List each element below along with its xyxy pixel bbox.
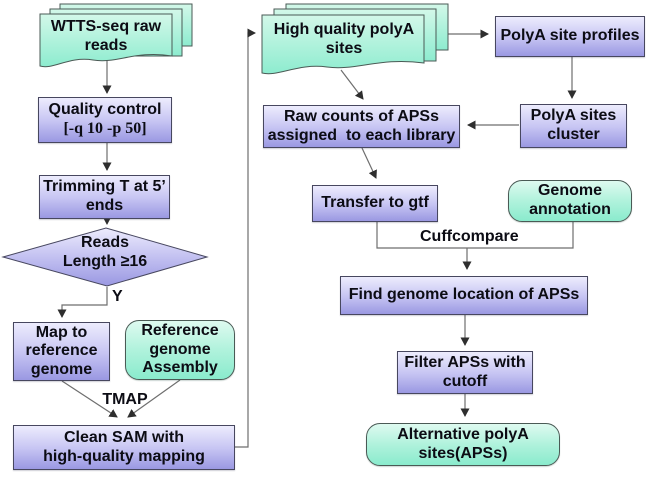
node-polya-site-profiles: PolyA site profiles — [495, 16, 645, 57]
node-label: annotation — [529, 201, 611, 218]
node-label: Length ≥16 — [62, 252, 148, 270]
node-label: Raw counts of APSs — [284, 107, 439, 125]
node-clean-sam: Clean SAM with high-quality mapping — [13, 425, 235, 470]
node-label: assigned to each library — [267, 126, 456, 144]
node-label: Alternative polyA — [397, 425, 529, 443]
edge-label-tmap: TMAP — [102, 391, 148, 408]
node-label: Transfer to gtf — [321, 194, 429, 212]
node-hq-polya-sites: High quality polyA sites — [262, 21, 426, 58]
node-quality-control: Quality control [-q 10 -p 50] — [38, 97, 172, 143]
node-label: Map to — [35, 323, 88, 341]
node-polya-sites-cluster: PolyA sites cluster — [520, 104, 627, 148]
node-label: Quality control — [48, 101, 162, 119]
node-label: high-quality mapping — [43, 447, 205, 465]
node-label: Find genome location of APSs — [348, 286, 580, 304]
decision-diamond-shape — [1, 227, 209, 287]
node-label: Genome — [537, 182, 602, 200]
node-label: genome — [149, 340, 211, 358]
node-find-genome-location: Find genome location of APSs — [340, 276, 588, 315]
node-label: Reads — [80, 234, 130, 251]
node-label: Reference — [141, 322, 219, 340]
node-reads-length-check: Reads Length ≥16 — [30, 234, 180, 271]
node-wtts-raw-reads: WTTS-seq raw reads — [40, 18, 172, 55]
node-label: [-q 10 -p 50] — [63, 120, 147, 137]
node-label: Assembly — [142, 359, 218, 377]
node-label: Filter APSs with — [404, 353, 526, 371]
node-map-to-reference: Map to reference genome — [13, 322, 110, 381]
node-label: sites(APSs) — [418, 444, 508, 462]
node-genome-annotation: Genome annotation — [508, 180, 632, 222]
edge-label-yes: Y — [112, 288, 123, 305]
node-alternative-polya-sites: Alternative polyA sites(APSs) — [366, 423, 560, 466]
node-label: High quality polyA — [273, 21, 415, 38]
node-label: Trimming T at 5’ — [43, 178, 166, 196]
node-label: reference — [25, 342, 98, 360]
node-label: PolyA site profiles — [500, 27, 640, 45]
edge-label-cuffcompare: Cuffcompare — [420, 228, 519, 245]
node-label: PolyA sites — [530, 107, 617, 125]
node-label: ends — [85, 197, 124, 214]
node-trimming: Trimming T at 5’ ends — [39, 175, 170, 219]
node-label: Clean SAM with — [63, 428, 184, 446]
node-label: genome — [30, 360, 93, 378]
node-label: cutoff — [442, 372, 488, 390]
multi-document-shape — [39, 3, 193, 68]
node-filter-apss: Filter APSs with cutoff — [397, 351, 533, 394]
node-reference-assembly: Reference genome Assembly — [125, 320, 235, 380]
node-transfer-to-gtf: Transfer to gtf — [312, 185, 438, 222]
node-label: cluster — [547, 126, 600, 143]
multi-document-shape — [261, 3, 449, 75]
node-label: reads — [84, 36, 128, 54]
node-label: WTTS-seq raw — [50, 18, 162, 35]
node-label: sites — [325, 39, 363, 57]
node-raw-counts: Raw counts of APSs assigned to each libr… — [263, 105, 460, 148]
